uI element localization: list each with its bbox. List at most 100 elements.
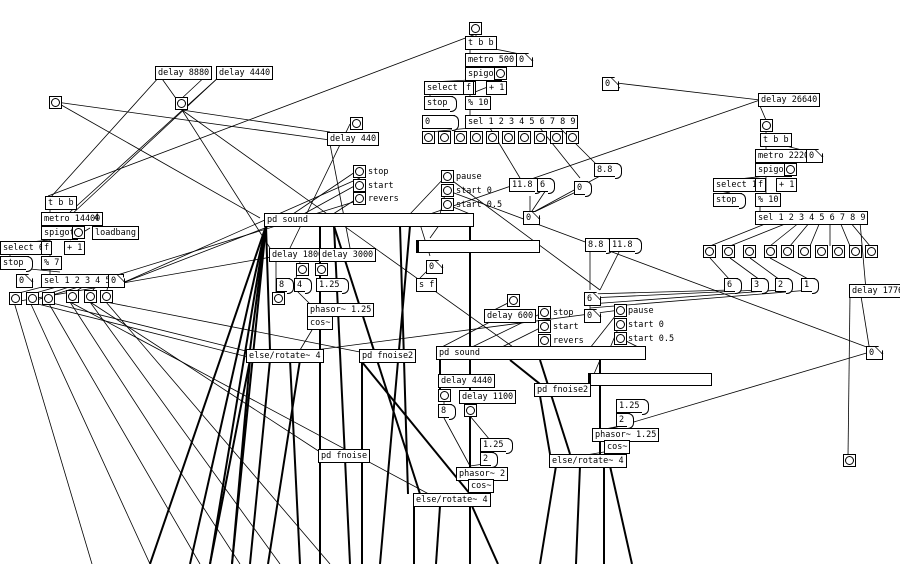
bang-stop-a[interactable] — [353, 165, 366, 178]
bang-3000[interactable] — [315, 263, 328, 276]
metro-2220[interactable]: metro 2220 — [755, 149, 813, 163]
number-mid-a[interactable]: 0 — [602, 77, 619, 91]
bang-row6[interactable] — [502, 131, 515, 144]
bang-left-3[interactable] — [42, 292, 55, 305]
bang-left-2[interactable] — [26, 292, 39, 305]
toggle-1800[interactable] — [296, 263, 309, 276]
plus1-top[interactable]: + 1 — [486, 81, 508, 95]
bang-delay-out[interactable] — [175, 97, 188, 110]
rotate-b[interactable]: else/rotate~ 4 — [413, 493, 491, 507]
t-b-b-right[interactable]: t b b — [760, 133, 792, 147]
msg-1[interactable]: 1 — [801, 278, 820, 294]
msg-11-8-b[interactable]: 11.8 — [609, 238, 644, 254]
bang-delay600[interactable] — [507, 294, 520, 307]
toggle-right[interactable] — [784, 163, 797, 176]
pd-sound-b[interactable]: pd sound — [436, 346, 646, 360]
msg-1-25-b[interactable]: 1.25 — [480, 438, 515, 454]
mod10-top[interactable]: % 10 — [465, 96, 492, 110]
mod7-left[interactable]: % 7 — [41, 256, 63, 270]
bang-right-5[interactable] — [781, 245, 794, 258]
bang-left-4[interactable] — [66, 290, 79, 303]
rotate-c[interactable]: else/rotate~ 4 — [549, 454, 627, 468]
bang-start0-a[interactable] — [441, 184, 454, 197]
number-f-left[interactable]: 0 — [426, 260, 443, 274]
bang-left-1[interactable] — [9, 292, 22, 305]
bang-right-7[interactable] — [815, 245, 828, 258]
number-mid-b[interactable]: 0 — [523, 211, 540, 225]
toggle-top[interactable] — [494, 67, 507, 80]
pd-fnoise[interactable]: pd fnoise — [318, 449, 371, 463]
bang-row2[interactable] — [438, 131, 451, 144]
number-left-a[interactable]: 0 — [16, 274, 33, 288]
pd-fnoise2-a[interactable]: pd fnoise2 — [359, 349, 417, 363]
t-b-b-left[interactable]: t b b — [45, 196, 77, 210]
stop-msg-right[interactable]: stop — [713, 193, 748, 209]
select-10-right[interactable]: select 10 — [713, 178, 766, 192]
phasor-a[interactable]: phasor~ 1.25 — [307, 303, 375, 317]
delay-3000[interactable]: delay 3000 — [319, 248, 377, 262]
number-6[interactable]: 6 — [584, 292, 601, 306]
delay-17760[interactable]: delay 17760 — [849, 284, 900, 298]
bang-1100[interactable] — [464, 404, 477, 417]
plus1-left[interactable]: + 1 — [64, 241, 86, 255]
msg-11-8[interactable]: 11.8 — [509, 178, 544, 194]
msg-2-b[interactable]: 2 — [616, 413, 635, 429]
bang-row9[interactable] — [550, 131, 563, 144]
number-right-metro[interactable]: 0 — [806, 149, 823, 163]
bang-right-3[interactable] — [743, 245, 756, 258]
loadbang[interactable]: loadbang — [92, 226, 139, 240]
msg-1-25-c[interactable]: 1.25 — [616, 399, 651, 415]
pd-fnoise2-b[interactable]: pd fnoise2 — [534, 383, 592, 397]
cos-c[interactable]: cos~ — [604, 440, 631, 454]
pd-sound-a[interactable]: pd sound — [264, 213, 474, 227]
bang-right-10[interactable] — [865, 245, 878, 258]
msg-0[interactable]: 0 — [574, 181, 593, 197]
msg-4[interactable]: 4 — [294, 278, 313, 294]
f-top[interactable]: f — [463, 81, 475, 95]
delay-26640[interactable]: delay 26640 — [758, 93, 821, 107]
bang-start0-b[interactable] — [614, 318, 627, 331]
bang-right-1[interactable] — [703, 245, 716, 258]
bang-left-5[interactable] — [84, 290, 97, 303]
bang-pause-b[interactable] — [614, 304, 627, 317]
stop-msg-left[interactable]: stop — [0, 256, 35, 272]
number-0-b[interactable]: 0 — [584, 309, 601, 323]
bang-left-top[interactable] — [49, 96, 62, 109]
cos-b[interactable]: cos~ — [468, 479, 495, 493]
f-right[interactable]: f — [755, 178, 767, 192]
bang-revers-a[interactable] — [353, 192, 366, 205]
sel-19-top[interactable]: sel 1 2 3 4 5 6 7 8 9 — [465, 115, 579, 129]
cos-a[interactable]: cos~ — [307, 316, 334, 330]
delay-1800[interactable]: delay 1800 — [269, 248, 327, 262]
bang-start05-b[interactable] — [614, 332, 627, 345]
bang-right-6[interactable] — [798, 245, 811, 258]
bang-pause-a[interactable] — [441, 170, 454, 183]
metro-500[interactable]: metro 500 — [465, 53, 518, 67]
bang-start-b[interactable] — [538, 320, 551, 333]
bang-4440-b[interactable] — [438, 389, 451, 402]
bang-right-8[interactable] — [832, 245, 845, 258]
bang-row1[interactable] — [422, 131, 435, 144]
msg-8[interactable]: 8 — [276, 278, 295, 294]
number-mid-top[interactable]: 0 — [422, 115, 459, 131]
select-6[interactable]: select 6 — [0, 241, 47, 255]
msg-8-8-b[interactable]: 8.8 — [585, 238, 614, 254]
mod10-right[interactable]: % 10 — [755, 193, 782, 207]
msg-6-b[interactable]: 6 — [724, 278, 743, 294]
rotate-a[interactable]: else/rotate~ 4 — [246, 349, 324, 363]
msg-3[interactable]: 3 — [751, 278, 770, 294]
delay-4440-b[interactable]: delay 4440 — [438, 374, 496, 388]
bang-right-bottom[interactable] — [843, 454, 856, 467]
bang-row3[interactable] — [454, 131, 467, 144]
sel-19-right[interactable]: sel 1 2 3 4 5 6 7 8 9 — [755, 211, 869, 225]
msg-2-c[interactable]: 2 — [775, 278, 794, 294]
bang-row8[interactable] — [534, 131, 547, 144]
bang-row7[interactable] — [518, 131, 531, 144]
stop-msg-top[interactable]: stop — [424, 96, 459, 112]
s-f[interactable]: s f — [416, 278, 438, 292]
msg-6[interactable]: 6 — [537, 178, 556, 194]
bang-right-4[interactable] — [764, 245, 777, 258]
bang-left-6[interactable] — [100, 290, 113, 303]
bang-right-2[interactable] — [722, 245, 735, 258]
bang-delay440[interactable] — [350, 117, 363, 130]
